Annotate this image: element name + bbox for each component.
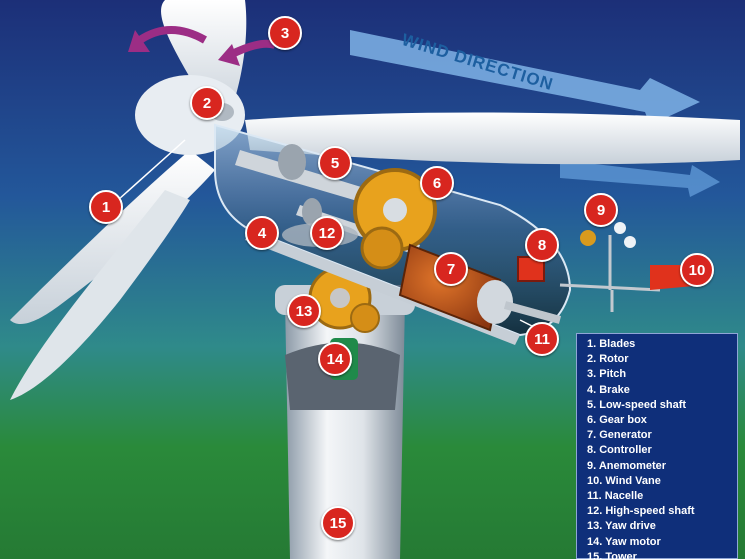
callout-7-generator: 7 (434, 252, 468, 286)
legend-item: 8. Controller (587, 444, 652, 457)
legend-panel: 1. Blades 2. Rotor 3. Pitch 4. Brake 5. … (576, 333, 738, 559)
callout-15-tower: 15 (321, 506, 355, 540)
legend-list: 1. Blades 2. Rotor 3. Pitch 4. Brake 5. … (587, 337, 737, 559)
callout-12-high-speed-shaft: 12 (310, 216, 344, 250)
legend-item: 5. Low-speed shaft (587, 398, 687, 411)
legend-item: 10. Wind Vane (587, 474, 661, 487)
callout-13-yaw-drive: 13 (287, 294, 321, 328)
legend-item: 11. Nacelle (587, 490, 644, 503)
legend-item: 7. Generator (587, 429, 652, 442)
callout-8-controller: 8 (525, 228, 559, 262)
legend-item: 13. Yaw drive (587, 520, 656, 533)
legend-item: 14. Yaw motor (587, 535, 661, 548)
callout-3-pitch: 3 (268, 16, 302, 50)
legend-item: 12. High-speed shaft (587, 505, 695, 518)
callout-11-nacelle: 11 (525, 322, 559, 356)
callout-6-gear-box: 6 (420, 166, 454, 200)
legend-item: 6. Gear box (587, 414, 647, 427)
legend-item: 3. Pitch (587, 368, 627, 381)
callout-9-anemometer: 9 (584, 193, 618, 227)
legend-item: 1. Blades (587, 338, 636, 350)
callout-2-rotor: 2 (190, 86, 224, 120)
callout-4-brake: 4 (245, 216, 279, 250)
callout-1-blades: 1 (89, 190, 123, 224)
legend-item: 9. Anemometer (587, 459, 667, 472)
legend-item: 4. Brake (587, 383, 630, 396)
legend-item: 2. Rotor (587, 353, 629, 366)
callout-5-low-speed-shaft: 5 (318, 146, 352, 180)
callout-10-wind-vane: 10 (680, 253, 714, 287)
callout-14-yaw-motor: 14 (318, 342, 352, 376)
legend-item: 15. Tower (587, 550, 637, 559)
